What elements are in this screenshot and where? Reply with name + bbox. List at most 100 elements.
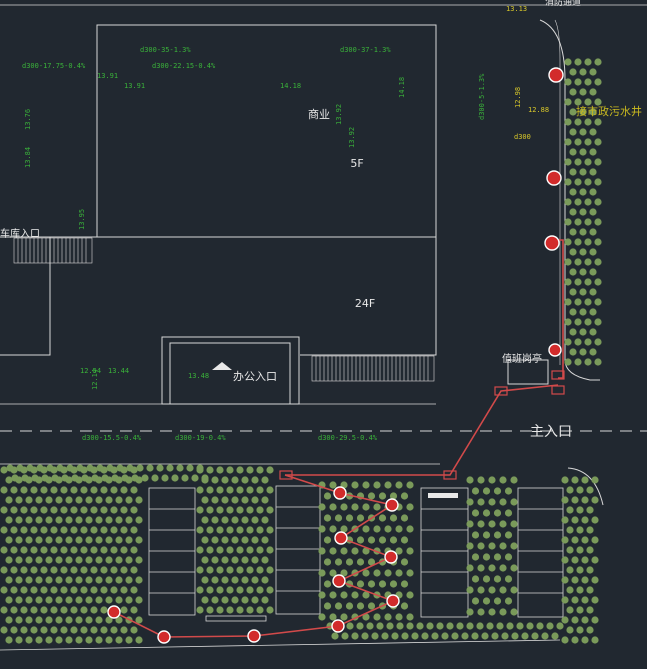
tree-symbol bbox=[574, 98, 582, 106]
tree-symbol bbox=[251, 496, 259, 504]
tree-symbol bbox=[564, 158, 572, 166]
tree-symbol bbox=[564, 78, 572, 86]
tree-symbol bbox=[50, 606, 58, 614]
tree-symbol bbox=[571, 576, 579, 584]
tree-symbol bbox=[471, 553, 480, 561]
tree-symbol bbox=[261, 556, 269, 564]
tree-symbol bbox=[105, 636, 113, 644]
tree-symbol bbox=[50, 506, 58, 514]
tree-symbol bbox=[421, 632, 429, 640]
tree-symbol bbox=[561, 556, 569, 564]
parking-bays bbox=[148, 485, 564, 622]
tree-symbol bbox=[579, 208, 587, 216]
tree-symbol bbox=[579, 108, 587, 116]
yellow-elevation: 12.98 bbox=[514, 87, 522, 108]
tree-symbol bbox=[256, 486, 264, 494]
tree-symbol bbox=[55, 636, 63, 644]
tree-symbol bbox=[45, 596, 53, 604]
tree-symbol bbox=[11, 474, 19, 482]
tree-symbol bbox=[0, 586, 8, 594]
tree-symbol bbox=[569, 328, 577, 336]
tree-symbol bbox=[466, 564, 474, 572]
tree-symbol bbox=[373, 613, 381, 621]
tree-symbol bbox=[55, 556, 63, 564]
tree-symbol bbox=[25, 596, 33, 604]
tree-symbol bbox=[45, 556, 53, 564]
tree-symbol bbox=[477, 586, 485, 594]
tree-symbol bbox=[569, 228, 577, 236]
tree-symbol bbox=[166, 464, 174, 472]
tree-symbol bbox=[216, 486, 224, 494]
tree-symbol bbox=[456, 622, 464, 630]
tree-symbol bbox=[131, 474, 139, 482]
tree-symbol bbox=[115, 636, 123, 644]
tree-symbol bbox=[340, 569, 348, 577]
tree-symbol bbox=[246, 546, 254, 554]
tree-symbol bbox=[594, 358, 602, 366]
tree-symbol bbox=[246, 466, 254, 474]
tree-symbol bbox=[80, 626, 88, 634]
entrance-arrow-icon bbox=[212, 362, 232, 370]
tree-symbol bbox=[589, 168, 597, 176]
tree-symbol bbox=[341, 632, 349, 640]
tree-symbol bbox=[15, 636, 23, 644]
tree-symbol bbox=[589, 268, 597, 276]
pipe-label: d300-5-1.3% bbox=[478, 73, 486, 120]
tree-symbol bbox=[406, 613, 414, 621]
tree-symbol bbox=[329, 591, 337, 599]
tree-symbol bbox=[406, 525, 414, 533]
tree-symbol bbox=[569, 108, 577, 116]
tree-symbol bbox=[236, 606, 244, 614]
tree-symbol bbox=[318, 591, 326, 599]
guard-room-label: 值班岗亭 bbox=[502, 352, 542, 365]
tree-symbol bbox=[564, 98, 572, 106]
tree-symbol bbox=[400, 536, 409, 544]
tree-symbol bbox=[594, 98, 602, 106]
tree-symbol bbox=[594, 158, 602, 166]
tree-symbol bbox=[91, 474, 99, 482]
tree-symbol bbox=[251, 516, 259, 524]
tree-symbol bbox=[115, 616, 123, 624]
tree-symbol bbox=[482, 487, 491, 495]
tree-symbol bbox=[80, 486, 88, 494]
tree-symbol bbox=[256, 506, 264, 514]
tree-symbol bbox=[40, 626, 48, 634]
tree-symbol bbox=[40, 526, 48, 534]
tree-symbol bbox=[561, 636, 569, 644]
tree-symbol bbox=[201, 536, 209, 544]
tree-symbol bbox=[125, 556, 133, 564]
tree-symbol bbox=[340, 503, 348, 511]
tree-symbol bbox=[378, 492, 387, 500]
tree-symbol bbox=[241, 496, 249, 504]
tree-symbol bbox=[241, 476, 249, 484]
tree-symbol bbox=[594, 218, 602, 226]
tree-symbol bbox=[5, 536, 13, 544]
tree-symbol bbox=[201, 516, 209, 524]
tree-symbol bbox=[351, 591, 359, 599]
tree-symbol bbox=[55, 616, 63, 624]
tree-symbol bbox=[386, 622, 394, 630]
tree-symbol bbox=[451, 632, 459, 640]
tree-symbol bbox=[569, 288, 577, 296]
tree-symbol bbox=[571, 536, 579, 544]
tree-symbol bbox=[594, 198, 602, 206]
tree-symbol bbox=[70, 586, 78, 594]
tree-symbol bbox=[100, 506, 108, 514]
tree-symbol bbox=[60, 626, 68, 634]
tree-symbol bbox=[15, 556, 23, 564]
tree-symbol bbox=[231, 576, 239, 584]
tree-symbol bbox=[526, 622, 534, 630]
tree-symbol bbox=[466, 520, 474, 528]
elevation-label: 13.95 bbox=[78, 209, 86, 230]
tree-symbol bbox=[266, 486, 274, 494]
tree-symbol bbox=[221, 536, 229, 544]
tree-symbol bbox=[95, 596, 103, 604]
tree-symbol bbox=[499, 498, 507, 506]
tree-symbol bbox=[45, 516, 53, 524]
tree-symbol bbox=[20, 526, 28, 534]
tree-symbol bbox=[266, 566, 274, 574]
tree-symbol bbox=[389, 536, 398, 544]
tree-symbol bbox=[384, 525, 392, 533]
tree-symbol bbox=[70, 546, 78, 554]
tree-symbol bbox=[110, 486, 118, 494]
